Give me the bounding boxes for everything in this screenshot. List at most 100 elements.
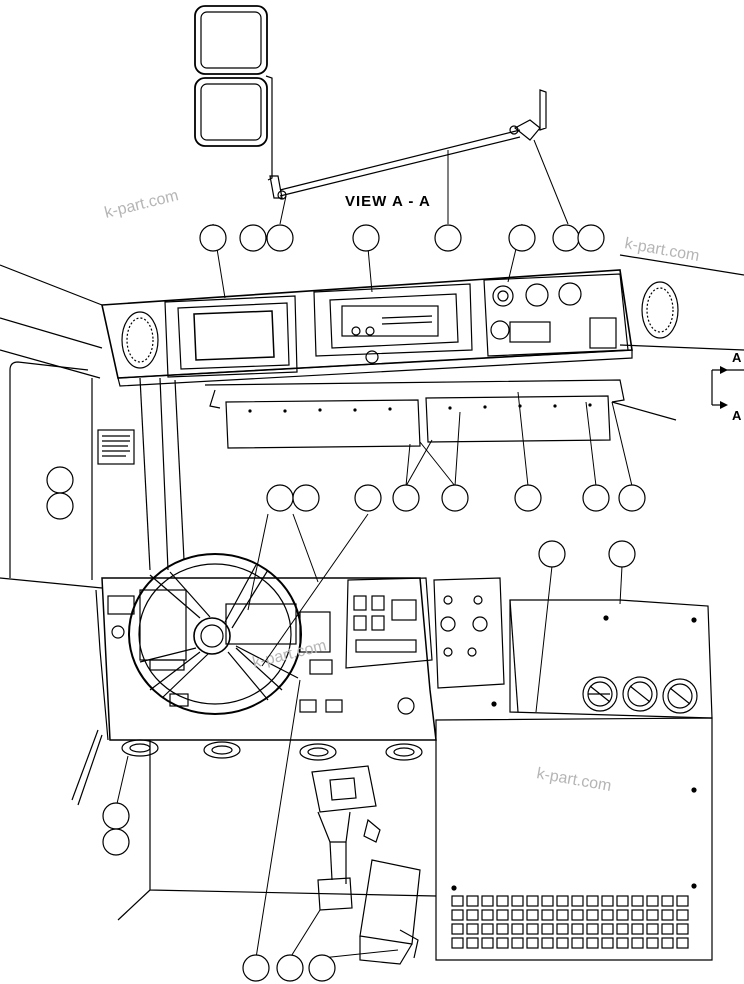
callout-bubble <box>266 484 294 512</box>
grille-slot <box>676 895 689 907</box>
radio-unit <box>313 283 473 364</box>
grille-slot <box>586 909 599 921</box>
visor-rivets <box>248 403 592 413</box>
grille-slot <box>646 937 659 949</box>
grille-slot <box>451 909 464 921</box>
grille-slot <box>601 909 614 921</box>
sun-visors <box>204 379 677 449</box>
callout-bubble <box>102 828 130 856</box>
left-speaker-grille <box>121 311 159 369</box>
grille-slot <box>526 909 539 921</box>
warning-decal <box>97 429 135 465</box>
callout-bubble <box>352 224 380 252</box>
grille-slot <box>676 923 689 935</box>
ac-vents <box>582 676 698 714</box>
callout-bubble <box>538 540 566 568</box>
grille-slot <box>631 937 644 949</box>
grille-slot <box>631 923 644 935</box>
leader-lines <box>115 139 633 959</box>
grille-slot <box>616 923 629 935</box>
callout-bubble <box>354 484 382 512</box>
mirror-bracket-rod <box>279 89 547 197</box>
watermark-4: k-part.com <box>535 765 612 795</box>
grille-slot <box>451 895 464 907</box>
grille-slot <box>631 909 644 921</box>
grille-slot <box>646 923 659 935</box>
section-arrow-a: A A <box>711 350 744 423</box>
grille-slot <box>541 909 554 921</box>
dashboard <box>95 577 505 761</box>
overhead-console <box>101 269 679 387</box>
grille-slot <box>526 895 539 907</box>
brake-pedal <box>317 877 353 911</box>
floor-vents <box>121 739 423 761</box>
grille-slot <box>481 937 494 949</box>
grille-slot <box>496 923 509 935</box>
grille-slot <box>451 937 464 949</box>
grille-slot <box>556 895 569 907</box>
grille-slot <box>481 895 494 907</box>
right-speaker-grille <box>641 281 679 339</box>
grille-slot <box>466 937 479 949</box>
grille-slot <box>541 895 554 907</box>
grille-slot <box>466 909 479 921</box>
callout-bubble <box>199 224 227 252</box>
callout-bubble <box>308 954 336 982</box>
callout-bubble <box>392 484 420 512</box>
dash-switch <box>309 659 333 675</box>
grille-slot <box>496 937 509 949</box>
callout-bubble <box>552 224 580 252</box>
callout-bubble <box>102 802 130 830</box>
ignition-panel <box>433 577 505 689</box>
callout-bubble <box>46 492 74 520</box>
grille-slot <box>481 923 494 935</box>
grille-slot <box>586 923 599 935</box>
grille-slot <box>661 895 674 907</box>
rear-view-mirror <box>194 5 287 200</box>
grille-slot <box>526 923 539 935</box>
grille-slot <box>511 923 524 935</box>
switch-panel <box>345 577 433 669</box>
grille-slot <box>616 937 629 949</box>
grille-slot <box>496 909 509 921</box>
grille-slot <box>586 937 599 949</box>
callout-bubble <box>239 224 267 252</box>
right-side-console <box>435 599 713 961</box>
watermark-2: k-part.com <box>623 235 700 265</box>
callout-bubble <box>582 484 610 512</box>
grille-slot <box>451 923 464 935</box>
callout-bubble <box>577 224 605 252</box>
callout-bubble <box>508 224 536 252</box>
grille-slot <box>631 895 644 907</box>
callout-bubble <box>618 484 646 512</box>
callout-bubble <box>608 540 636 568</box>
grille-slot <box>511 937 524 949</box>
grille-slot <box>571 923 584 935</box>
callout-bubble <box>292 484 320 512</box>
grille-slot <box>466 923 479 935</box>
callout-bubble <box>441 484 469 512</box>
floor-and-pedals <box>71 729 437 965</box>
grille-slot <box>541 937 554 949</box>
grille-slot <box>571 895 584 907</box>
section-label-top: A <box>732 350 742 365</box>
watermark-3: k-part.com <box>251 637 328 672</box>
callout-bubble <box>46 466 74 494</box>
display-monitor <box>164 295 298 378</box>
section-label-bottom: A <box>732 408 742 423</box>
accelerator-pedal-bracket <box>311 765 381 884</box>
grille-slot <box>661 937 674 949</box>
callout-bubble <box>514 484 542 512</box>
watermark-1: k-part.com <box>103 187 180 222</box>
grille-slot <box>571 909 584 921</box>
grille-slot <box>526 937 539 949</box>
grille-slot <box>466 895 479 907</box>
callout-bubble <box>276 954 304 982</box>
grille-slot <box>676 909 689 921</box>
grille-slot <box>556 909 569 921</box>
grille-slot <box>676 937 689 949</box>
grille-slot <box>601 895 614 907</box>
cab-frame-lines <box>0 254 744 589</box>
grille-slot <box>601 937 614 949</box>
